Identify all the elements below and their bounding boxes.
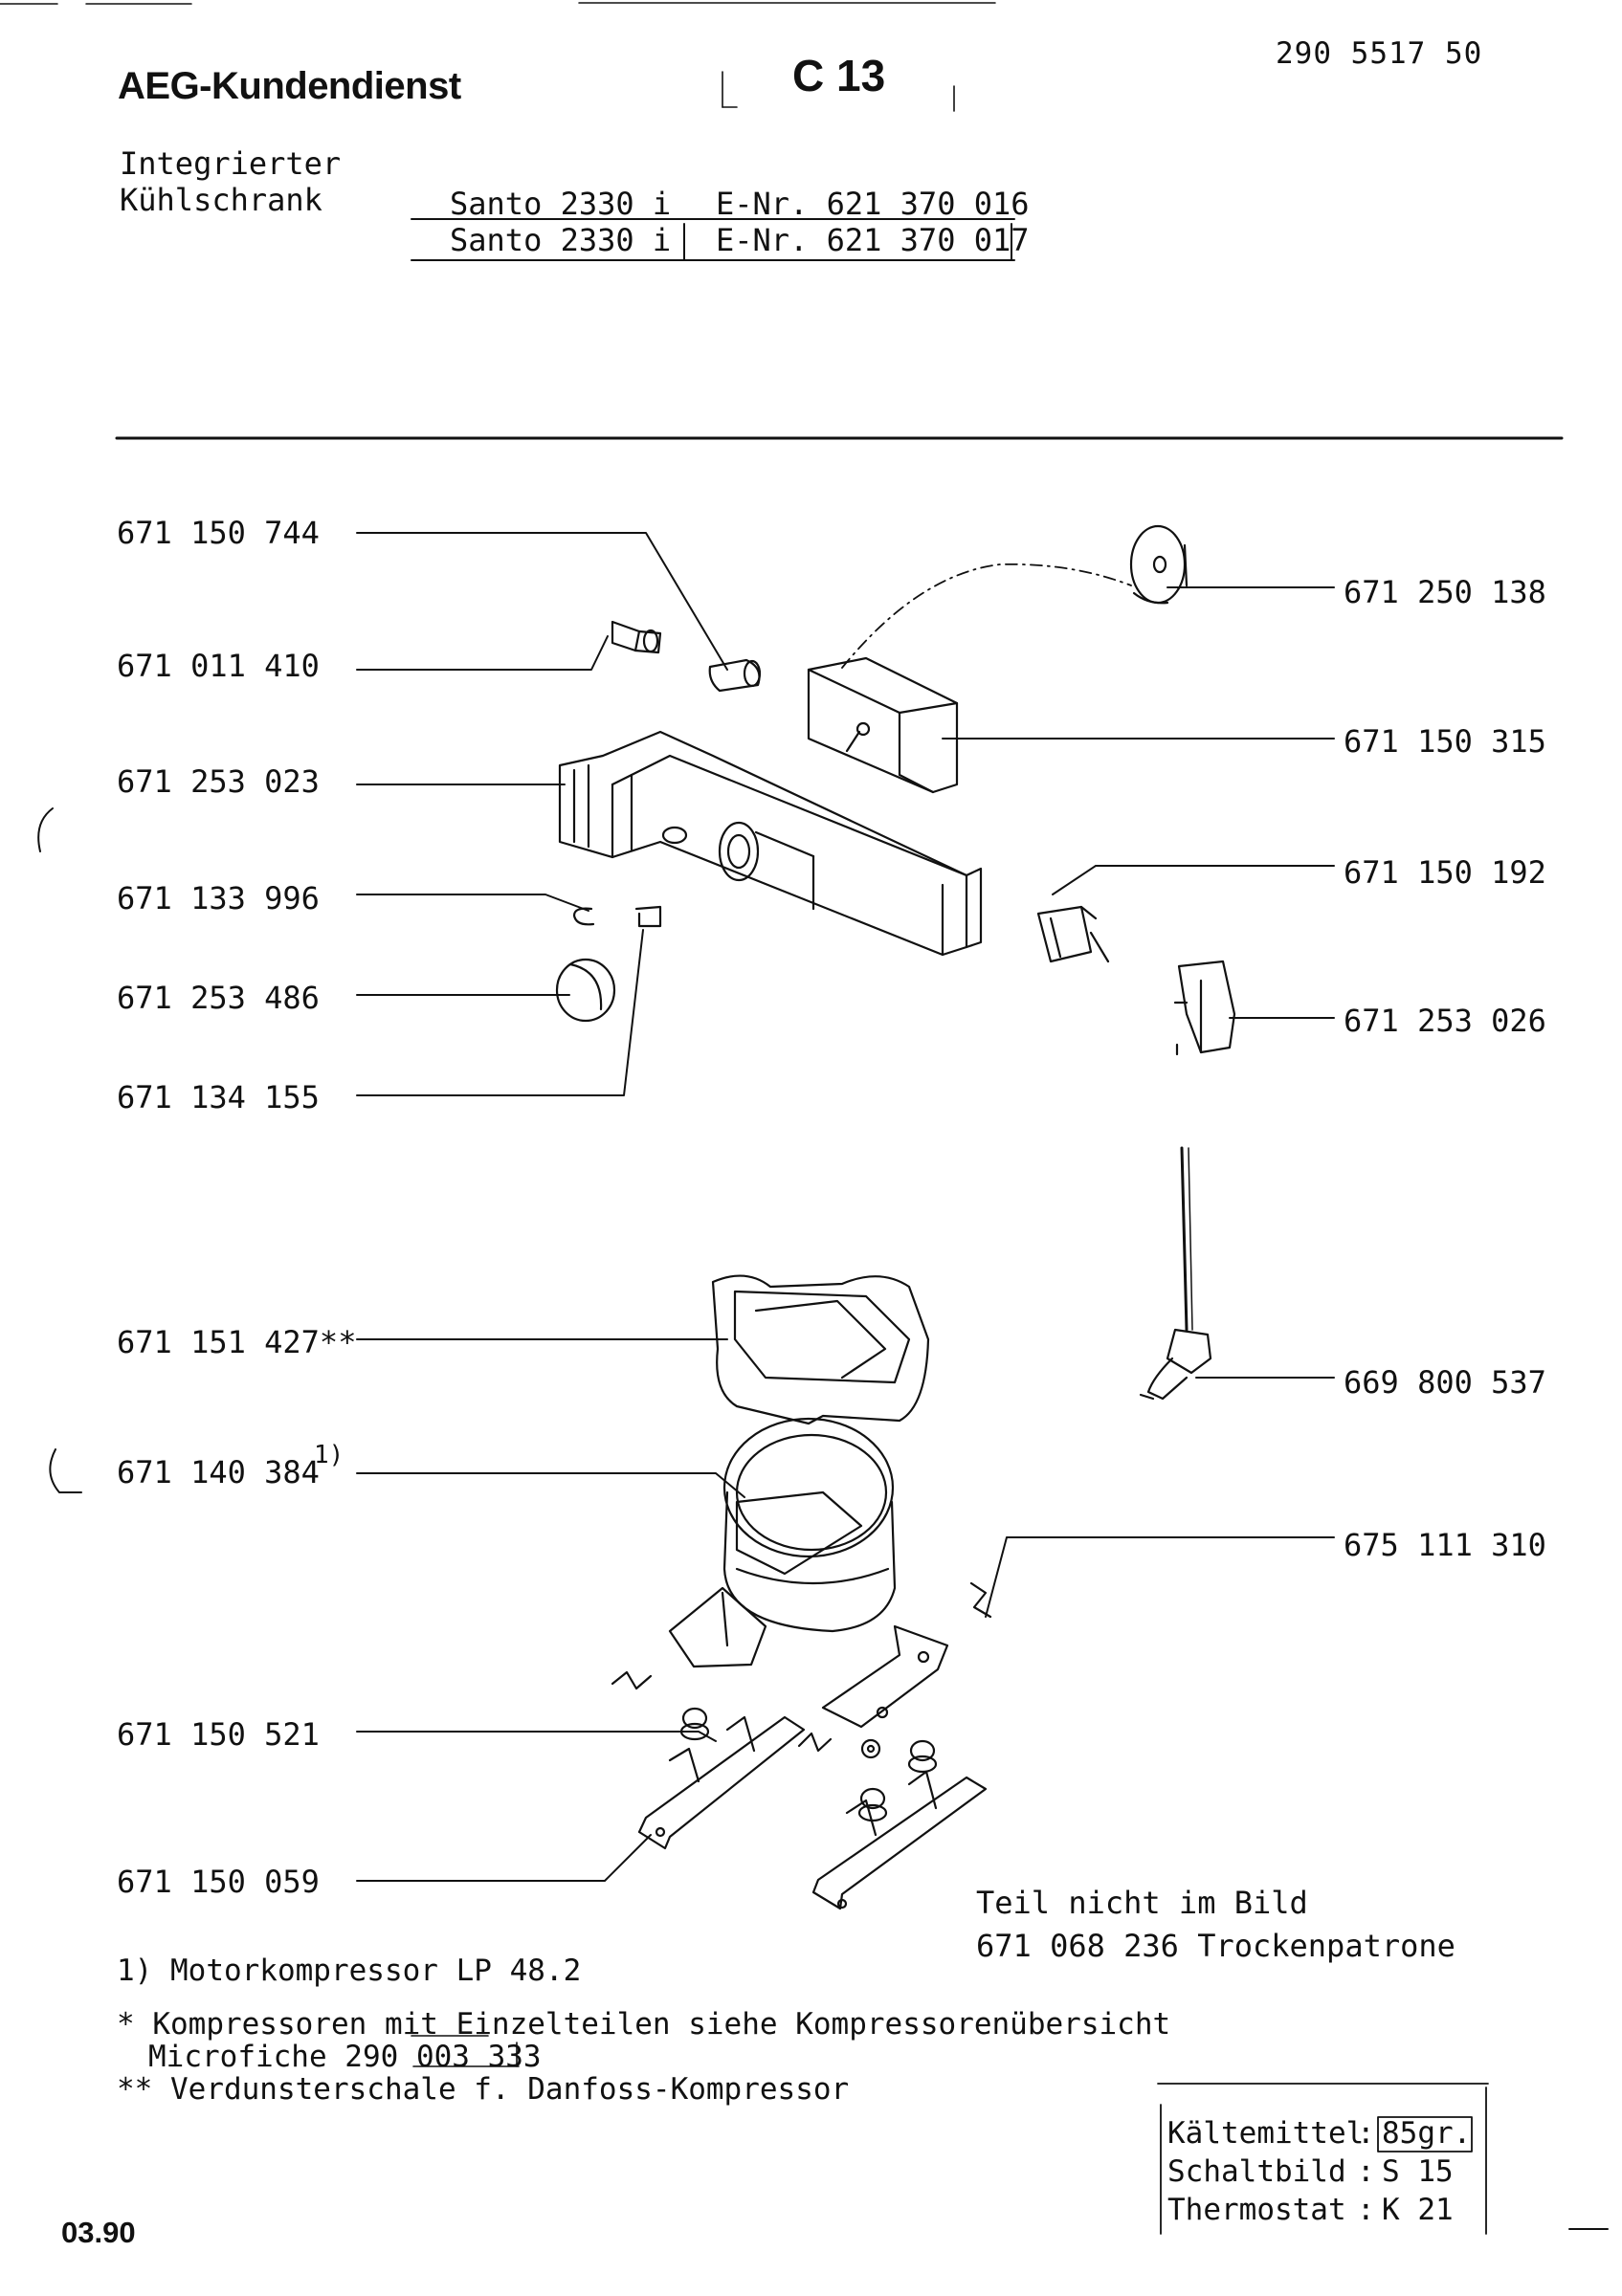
spec-label-refrigerant: Kältemittel (1167, 2116, 1365, 2151)
part-number-left-10: 671 150 059 (117, 1864, 320, 1900)
part-number-right-4: 671 253 026 (1344, 1003, 1546, 1039)
mounting-clip-drawing (969, 1581, 992, 1619)
company-name: AEG-Kundendienst (118, 65, 461, 107)
cover-cap-drawing (555, 958, 616, 1023)
document-number: 290 5517 50 (1276, 36, 1483, 71)
scan-mark-1 (37, 807, 54, 852)
part-number-right-5: 669 800 537 (1344, 1364, 1546, 1401)
clip-drawing (572, 907, 595, 926)
footnote-1: 1) Motorkompressor LP 48.2 (117, 1954, 582, 1988)
part-number-right-2: 671 150 315 (1344, 723, 1546, 760)
part-number-left-9: 671 150 521 (117, 1716, 320, 1753)
door-switch-drawing (1036, 905, 1110, 963)
not-pictured-heading: Teil nicht im Bild (976, 1885, 1308, 1921)
mains-cable-drawing (1139, 1146, 1212, 1401)
footnote-ref: 1) (314, 1441, 344, 1469)
spec-box-frame (1157, 2083, 1489, 2235)
part-number-left-1: 671 150 744 (117, 515, 320, 551)
model-table-rules (411, 218, 1015, 261)
spec-colon-2: : (1357, 2154, 1375, 2189)
not-pictured-item: 671 068 236 Trockenpatrone (976, 1928, 1455, 1964)
model-enr-2: E-Nr. 621 370 017 (716, 222, 1030, 258)
print-date: 03.90 (61, 2216, 136, 2249)
thermostat-dial-drawing (841, 524, 1189, 669)
part-number-right-1: 671 250 138 (1344, 574, 1546, 610)
spec-value-wiring: S 15 (1382, 2154, 1454, 2189)
footnote-3: ** Verdunsterschale f. Danfoss-Kompresso… (117, 2072, 850, 2107)
spring-clip-drawing (611, 1670, 653, 1690)
lamp-socket-drawing (611, 620, 662, 654)
spring-clip-drawing-2 (797, 1732, 833, 1753)
model-name-1: Santo 2330 i (450, 186, 672, 222)
compressor-drawing (668, 1417, 949, 1729)
light-housing-drawing (558, 730, 983, 957)
appliance-type-line1: Integrierter (120, 145, 342, 182)
footnote-underlines (411, 2035, 520, 2067)
leader-lines-right (942, 586, 1335, 1618)
footnote-2-line2: Microfiche 290 003 333 (148, 2040, 542, 2074)
terminal-block-drawing (1173, 960, 1236, 1056)
part-number-left-8: 671 140 384 (117, 1454, 320, 1490)
thermostat-box-drawing (807, 656, 959, 794)
evaporation-tray-drawing (711, 1274, 930, 1425)
part-number-left-2: 671 011 410 (117, 648, 320, 684)
part-number-left-7: 671 151 427** (117, 1324, 357, 1360)
part-number-left-3: 671 253 023 (117, 763, 320, 800)
spec-colon-1: : (1357, 2116, 1375, 2151)
model-name-2: Santo 2330 i (450, 222, 672, 258)
appliance-type-line2: Kühlschrank (120, 182, 322, 218)
part-number-right-6: 675 111 310 (1344, 1527, 1546, 1563)
spec-colon-3: : (1357, 2193, 1375, 2227)
spec-value-thermostat: K 21 (1382, 2193, 1454, 2227)
part-number-left-5: 671 253 486 (117, 980, 320, 1016)
footnote-2-line1: * Kompressoren mit Einzelteilen siehe Ko… (117, 2007, 1171, 2042)
rubber-grommets-drawing (679, 1707, 938, 1822)
part-number-right-3: 671 150 192 (1344, 854, 1546, 891)
page-code-frame (722, 71, 955, 112)
spec-label-thermostat: Thermostat (1167, 2193, 1346, 2227)
model-enr-1: E-Nr. 621 370 016 (716, 186, 1030, 222)
lamp-bulb-drawing (708, 658, 762, 693)
part-number-left-6: 671 134 155 (117, 1079, 320, 1115)
scan-mark-2 (49, 1448, 82, 1493)
page-code: C 13 (792, 51, 886, 100)
small-bracket-drawing (634, 905, 662, 928)
spec-label-wiring: Schaltbild (1167, 2154, 1346, 2189)
base-rail-drawing (637, 1715, 988, 1910)
spec-value-refrigerant: 85gr. (1382, 2116, 1472, 2151)
scan-top-marks (0, 2, 996, 5)
part-number-left-4: 671 133 996 (117, 880, 320, 916)
leader-lines-left (356, 532, 745, 1882)
